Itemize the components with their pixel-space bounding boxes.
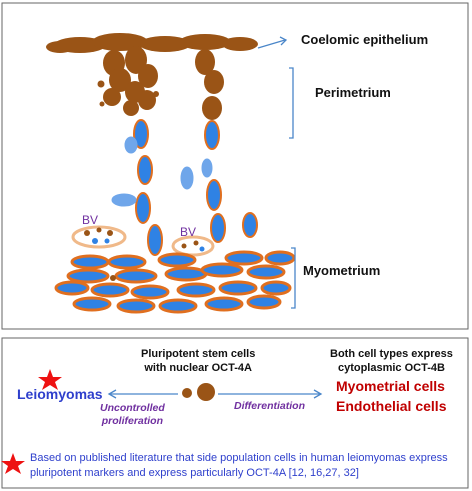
both-types-text: Both cell types express cytoplasmic OCT-… (330, 348, 453, 374)
perimetrium-label: Perimetrium (315, 85, 391, 100)
coelomic-epithelium-layer (46, 33, 258, 53)
myometrium-cells (54, 250, 296, 314)
blood-vessel-right (171, 235, 215, 257)
stem-cells-text: Pluripotent stem cells with nuclear OCT-… (141, 348, 256, 374)
leiomyomas-label: Leiomyomas (17, 386, 103, 402)
footnote-text: Based on published literature that side … (30, 452, 448, 479)
bv-left-label: BV (82, 213, 99, 227)
spindle-cells (133, 119, 258, 256)
myometrial-cells-label: Myometrial cells (336, 378, 445, 394)
bv-right-label: BV (180, 225, 197, 239)
stem-cell-small (182, 388, 192, 398)
perimetrium-cells (97, 46, 224, 120)
light-spindle-cells (111, 136, 213, 207)
endothelial-cells-label: Endothelial cells (336, 398, 447, 414)
differentiation-label: Differentiation (234, 400, 305, 412)
footnote-star-icon (1, 453, 25, 474)
blood-vessel-left (71, 225, 127, 249)
coelomic-epithelium-label: Coelomic epithelium (301, 32, 429, 47)
legend-panel-frame (1, 337, 469, 489)
stem-cell-large (197, 383, 215, 401)
legend-graphics (1, 369, 323, 474)
uncontrolled-proliferation-label: Uncontrolled proliferation (100, 402, 165, 427)
star-icon (38, 369, 62, 390)
label-guides (257, 36, 296, 309)
myometrium-brown-dot (110, 275, 116, 281)
myometrium-label: Myometrium (303, 263, 381, 278)
